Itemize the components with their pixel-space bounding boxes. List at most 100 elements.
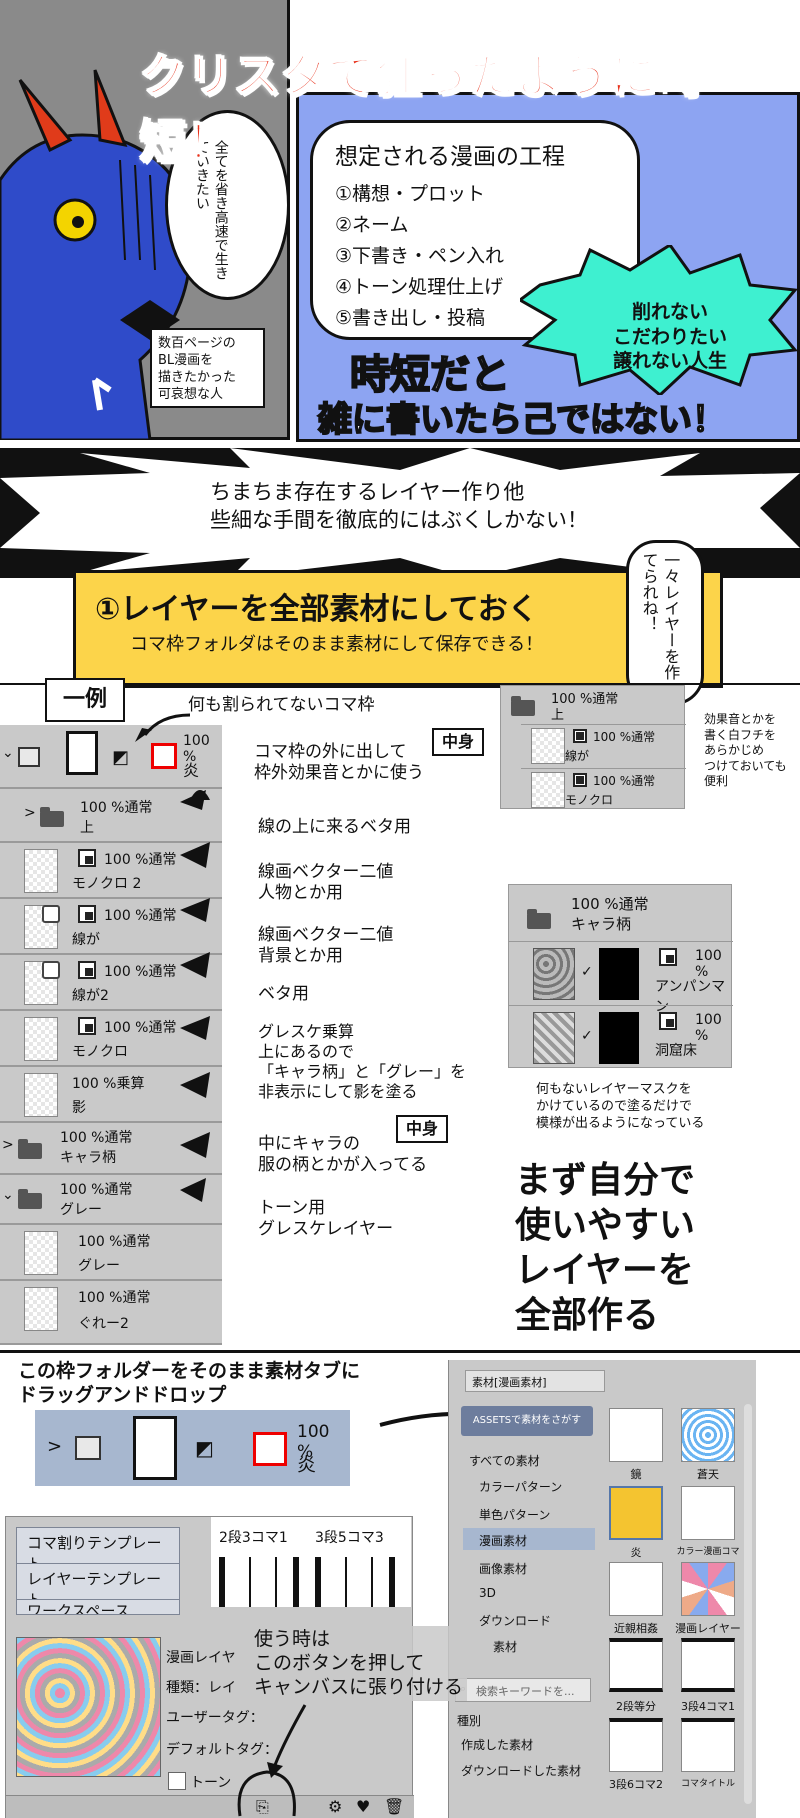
layer-thumbnail [531, 772, 565, 808]
folder-icon [40, 807, 64, 827]
layer-row[interactable]: 100 %通常 グレー [0, 1225, 222, 1281]
layer-opacity: 100 %通常 [60, 1182, 133, 1198]
tree-item-manga-material[interactable]: 漫画素材 [463, 1528, 595, 1550]
layer-row[interactable]: 100 %通常 モノクロ 2 [0, 843, 222, 899]
process-heading: 想定される漫画の工程 [335, 144, 565, 170]
layer-mode-icon-highlighted [151, 743, 177, 769]
material-tile[interactable] [681, 1408, 735, 1462]
material-info-panel: コマ割りテンプレート レイヤーテンプレート ワークスペース 2段3コマ1 3段5… [5, 1516, 414, 1818]
caption-box: 数百ページの BL漫画を 描きたかった 可哀想な人 [150, 328, 265, 408]
material-tile[interactable] [609, 1408, 663, 1462]
material-tile[interactable] [681, 1718, 735, 1772]
caption-line: 数百ページの [158, 336, 236, 351]
mask-icon: ◩ [112, 747, 130, 768]
material-tile[interactable] [609, 1562, 663, 1616]
section-divider [0, 1350, 800, 1353]
chevron-down-icon[interactable]: ⌄ [2, 1187, 14, 1203]
layer-opacity: 100 %乗算 [72, 1076, 145, 1092]
material-tile[interactable] [609, 1718, 663, 1772]
layer-name: キャラ柄 [571, 915, 632, 933]
paste-icon[interactable]: ⎘ [256, 1797, 269, 1816]
material-tab-label: 素材[漫画素材] [472, 1376, 547, 1389]
checkbox[interactable] [168, 1772, 186, 1790]
trash-icon[interactable]: 🗑 [384, 1797, 405, 1816]
material-tile[interactable] [681, 1638, 735, 1692]
tree-item-color-pattern[interactable]: カラーパターン [479, 1480, 563, 1494]
contents-label: 中身 [432, 728, 484, 756]
frame-thumbnail [133, 1416, 177, 1480]
material-tile-label: 近親相姦 [614, 1622, 658, 1635]
tree-item-3d[interactable]: 3D [479, 1586, 496, 1600]
statement-line: 使いやすい [515, 1205, 696, 1246]
layer-mode-icon [659, 1012, 677, 1030]
process-step: ④トーン処理仕上げ [335, 276, 504, 298]
layer-opacity: 100 % [183, 733, 210, 765]
folder-icon [511, 696, 535, 716]
note-arrows [180, 790, 210, 1202]
folder-icon [18, 1189, 42, 1209]
layer-row-folder-gray[interactable]: ⌄ 100 %通常 グレー [0, 1175, 222, 1225]
tree-item-image-material[interactable]: 画像素材 [479, 1562, 528, 1576]
search-bar[interactable]: ⌕ 検索キーワードを... [455, 1678, 591, 1702]
assets-button[interactable]: ASSETSで素材をさがす [461, 1406, 593, 1436]
tree-item-mono-pattern[interactable]: 単色パターン [479, 1508, 551, 1522]
material-tile-selected[interactable] [609, 1486, 663, 1540]
layer-mode-icon [573, 729, 587, 743]
material-tile[interactable] [681, 1562, 735, 1616]
section2-heading-line: この枠フォルダーをそのまま素材タブに [18, 1360, 361, 1382]
layer-opacity: 100 %通常 [80, 800, 153, 816]
layer-name: 線が2 [72, 988, 109, 1004]
layer-note: グレスケ乗算 上にあるので 「キャラ柄」と「グレー」を 非表示にして影を塗る [258, 1022, 467, 1101]
settings-icon[interactable]: ⚙ [328, 1797, 343, 1816]
chevron-right-icon[interactable]: > [24, 805, 36, 821]
horn-right [93, 69, 128, 148]
frame-folder-icon [18, 747, 40, 767]
chevron-right-icon[interactable]: > [2, 1137, 14, 1153]
banner-line: ちまちま存在するレイヤー作り他 [210, 480, 525, 504]
category-item[interactable]: ダウンロードした素材 [461, 1764, 582, 1778]
layer-row[interactable]: 100 %乗算 影 [0, 1067, 222, 1123]
layer-name: グレー [78, 1258, 120, 1274]
layer-row[interactable]: 100 %通常 線が2 [0, 955, 222, 1011]
layer-note: 中にキャラの 服の柄とかが入ってる [258, 1134, 428, 1176]
layer-thumbnail [24, 1017, 58, 1061]
chevron-right-icon[interactable]: > [47, 1436, 63, 1457]
tree-item-all[interactable]: すべての素材 [469, 1454, 540, 1468]
chevron-down-icon[interactable]: ⌄ [2, 745, 14, 761]
check-icon: ✓ [581, 964, 593, 980]
layer-opacity: 100 %通常 [104, 964, 177, 980]
layer-name: モノクロ 2 [72, 876, 142, 892]
layer-row-frame-folder[interactable]: ⌄ ◩ 100 % 炎 [0, 725, 222, 789]
layer-opacity: 100 %通常 [78, 1234, 151, 1250]
section2-heading: この枠フォルダーをそのまま素材タブに ドラッグアンドドロップ [18, 1360, 360, 1408]
material-tab[interactable]: 素材[漫画素材] [465, 1370, 605, 1392]
category-item[interactable]: 作成した素材 [461, 1738, 534, 1752]
layer-mode-icon [659, 948, 677, 966]
layer-thumbnail [531, 728, 565, 764]
layer-opacity: 100 %通常 [104, 908, 177, 924]
layer-name: モノクロ [72, 1044, 128, 1060]
favorite-icon[interactable]: ♥ [356, 1797, 371, 1816]
tree-item-material[interactable]: 素材 [493, 1640, 518, 1654]
layer-row-folder-chara[interactable]: > 100 %通常 キャラ柄 [0, 1123, 222, 1175]
workspace-button[interactable]: ワークスペース [16, 1599, 180, 1615]
mask-thumbnail [599, 1012, 639, 1064]
example-label: 一例 [45, 678, 125, 722]
scrollbar[interactable] [744, 1404, 752, 1804]
layer-thumbnail [24, 1073, 58, 1117]
frame-layer-strip[interactable]: > ◩ 100 % 炎 [35, 1410, 350, 1486]
burst-line: 譲れない人生 [612, 350, 727, 373]
material-tile[interactable] [681, 1486, 735, 1540]
material-tile[interactable] [609, 1638, 663, 1692]
layer-row-folder-upper[interactable]: > 100 %通常 上 [0, 789, 222, 843]
section1-heading-box [73, 570, 723, 688]
tree-item-download[interactable]: ダウンロード [479, 1614, 552, 1628]
process-step: ⑤書き出し・投稿 [335, 307, 486, 329]
layer-row[interactable]: 100 %通常 モノクロ [0, 1011, 222, 1067]
layer-row[interactable]: 100 %通常 ぐれー2 [0, 1281, 222, 1345]
layer-note: ベタ用 [258, 984, 309, 1004]
search-placeholder: 検索キーワードを... [476, 1685, 575, 1698]
layer-name: グレー [60, 1202, 102, 1218]
material-tile-label: 炎 [630, 1546, 642, 1559]
layer-note: 線画ベクター二値 人物とか用 [258, 862, 394, 904]
